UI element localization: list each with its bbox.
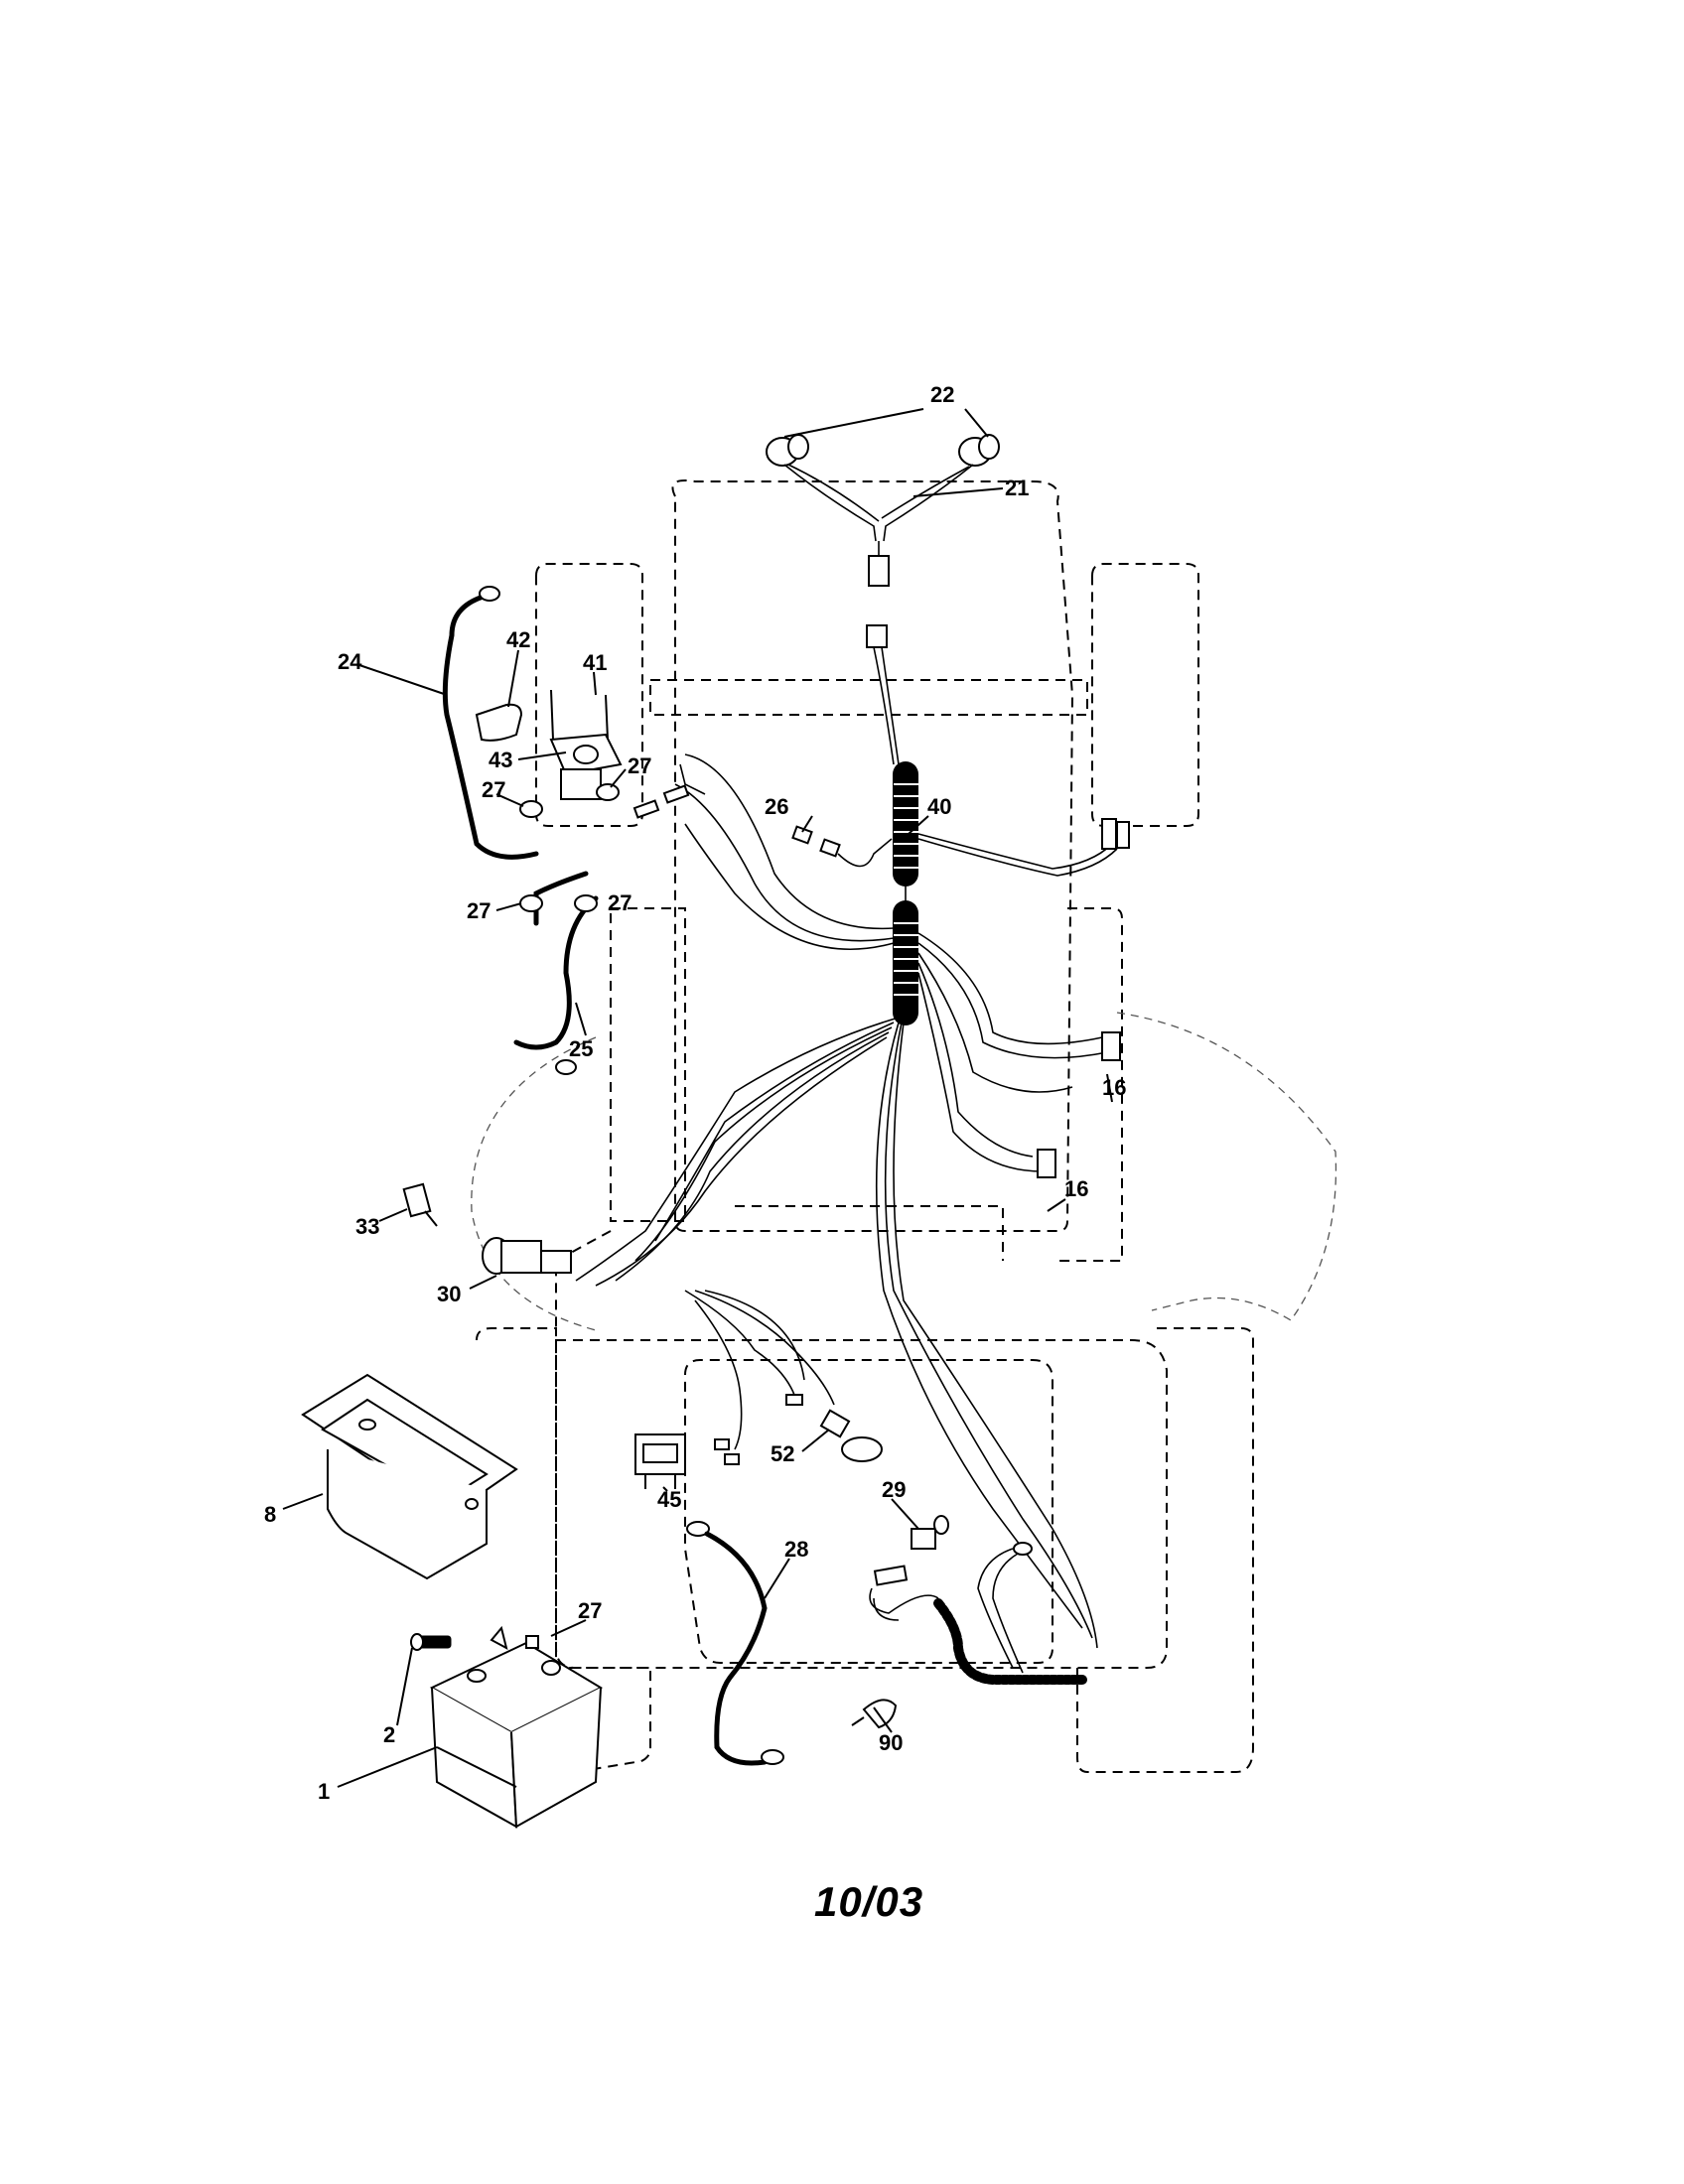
cable-28 xyxy=(686,1521,784,1766)
callout-29: 29 xyxy=(882,1477,906,1502)
rear-components xyxy=(634,1409,1087,1729)
callout-43: 43 xyxy=(489,748,512,772)
ignition-switch xyxy=(402,1182,572,1275)
callout-27: 27 xyxy=(608,890,632,915)
tractor-outline xyxy=(471,479,1337,1773)
callout-1: 1 xyxy=(318,1779,330,1804)
callout-21: 21 xyxy=(1005,476,1029,500)
callout-22: 22 xyxy=(930,382,954,407)
callout-42: 42 xyxy=(506,627,530,652)
callout-27: 27 xyxy=(628,753,651,778)
leader-lines xyxy=(282,408,1113,1788)
callout-27: 27 xyxy=(467,898,491,923)
main-harness xyxy=(575,753,1130,1649)
callout-90: 90 xyxy=(879,1730,903,1755)
callout-labels: 22 21 24 42 41 43 27 27 27 27 26 40 25 1… xyxy=(264,382,1126,1804)
battery xyxy=(410,1625,604,1829)
callout-8: 8 xyxy=(264,1502,276,1527)
callout-26: 26 xyxy=(765,794,788,819)
callout-24: 24 xyxy=(338,649,362,674)
callout-30: 30 xyxy=(437,1282,461,1306)
callout-45: 45 xyxy=(657,1487,681,1512)
callout-41: 41 xyxy=(583,650,607,675)
callout-33: 33 xyxy=(355,1214,379,1239)
callout-28: 28 xyxy=(784,1537,808,1562)
battery-box xyxy=(301,1373,518,1580)
callout-27: 27 xyxy=(578,1598,602,1623)
callout-16: 16 xyxy=(1102,1075,1126,1100)
solenoid-assembly xyxy=(442,586,706,1075)
callout-27: 27 xyxy=(482,777,505,802)
callout-2: 2 xyxy=(383,1722,395,1747)
date-code: 10/03 xyxy=(814,1878,923,1925)
callout-16: 16 xyxy=(1064,1176,1088,1201)
callout-52: 52 xyxy=(771,1441,794,1466)
callout-40: 40 xyxy=(927,794,951,819)
callout-25: 25 xyxy=(569,1036,593,1061)
